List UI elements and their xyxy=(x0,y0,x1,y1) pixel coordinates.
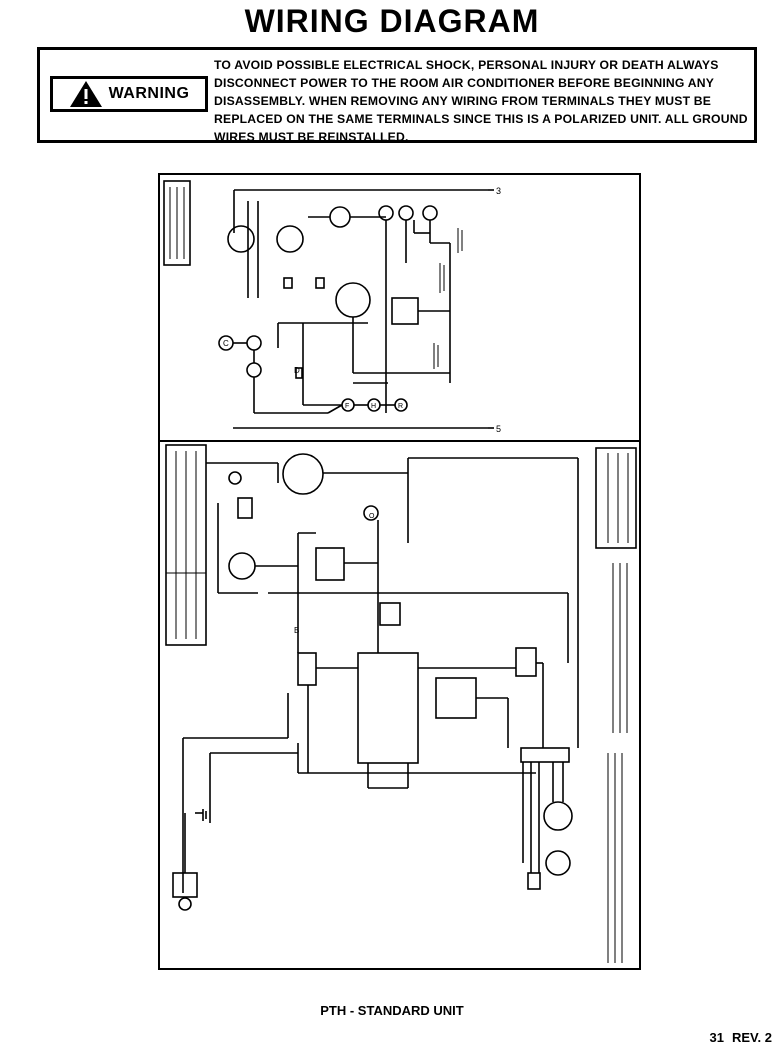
terminal-label-upper-f: R xyxy=(398,403,403,410)
wiring-schematic: 3 5 C F H R xyxy=(158,173,641,970)
page-number: 31 xyxy=(709,1030,724,1045)
capacitor-symbol xyxy=(329,206,351,228)
page-number-block: 31 REV. 2 xyxy=(710,1030,772,1045)
page-title: WIRING DIAGRAM xyxy=(244,3,540,39)
upper-label-strip xyxy=(163,180,191,266)
upper-component-labels xyxy=(433,228,463,369)
upper-schematic xyxy=(218,189,494,429)
lower-label-strip xyxy=(165,444,207,646)
thermostat-symbol xyxy=(435,677,477,719)
warning-text: TO AVOID POSSIBLE ELECTRICAL SHOCK, PERS… xyxy=(214,58,748,144)
revision-label: REV. 2 xyxy=(732,1030,772,1045)
wire-code-a: O xyxy=(369,513,375,520)
lower-legend-strip xyxy=(595,447,637,549)
terminal-label-upper-b: 5 xyxy=(496,424,501,434)
warning-badge-label: WARNING xyxy=(108,85,190,102)
warning-box: WARNING TO AVOID POSSIBLE ELECTRICAL SHO… xyxy=(37,47,757,144)
wire-code-b: B xyxy=(294,626,299,635)
wire-code-c: D xyxy=(294,366,300,375)
terminal-block xyxy=(520,747,570,763)
lower-notes-column xyxy=(607,563,628,963)
capacitor-lower-symbol xyxy=(228,552,256,580)
switch-symbol xyxy=(227,225,255,253)
heater-symbol xyxy=(543,801,573,831)
warning-badge: WARNING xyxy=(50,76,208,112)
terminal-label-upper-e: H xyxy=(371,403,376,410)
fan-motor-symbol xyxy=(282,453,324,495)
terminal-label-upper-a: 3 xyxy=(496,186,501,196)
switch-lower-symbol xyxy=(297,652,317,686)
relay-symbol xyxy=(315,547,345,581)
warning-triangle-icon xyxy=(69,81,102,107)
terminal-label-upper-c: C xyxy=(223,339,229,348)
diagram-frame xyxy=(158,173,641,970)
terminal-label-upper-d: F xyxy=(345,403,349,410)
diagram-caption: PTH - STANDARD UNIT xyxy=(320,1003,464,1018)
lower-schematic xyxy=(172,453,579,911)
compressor-symbol xyxy=(335,282,371,318)
